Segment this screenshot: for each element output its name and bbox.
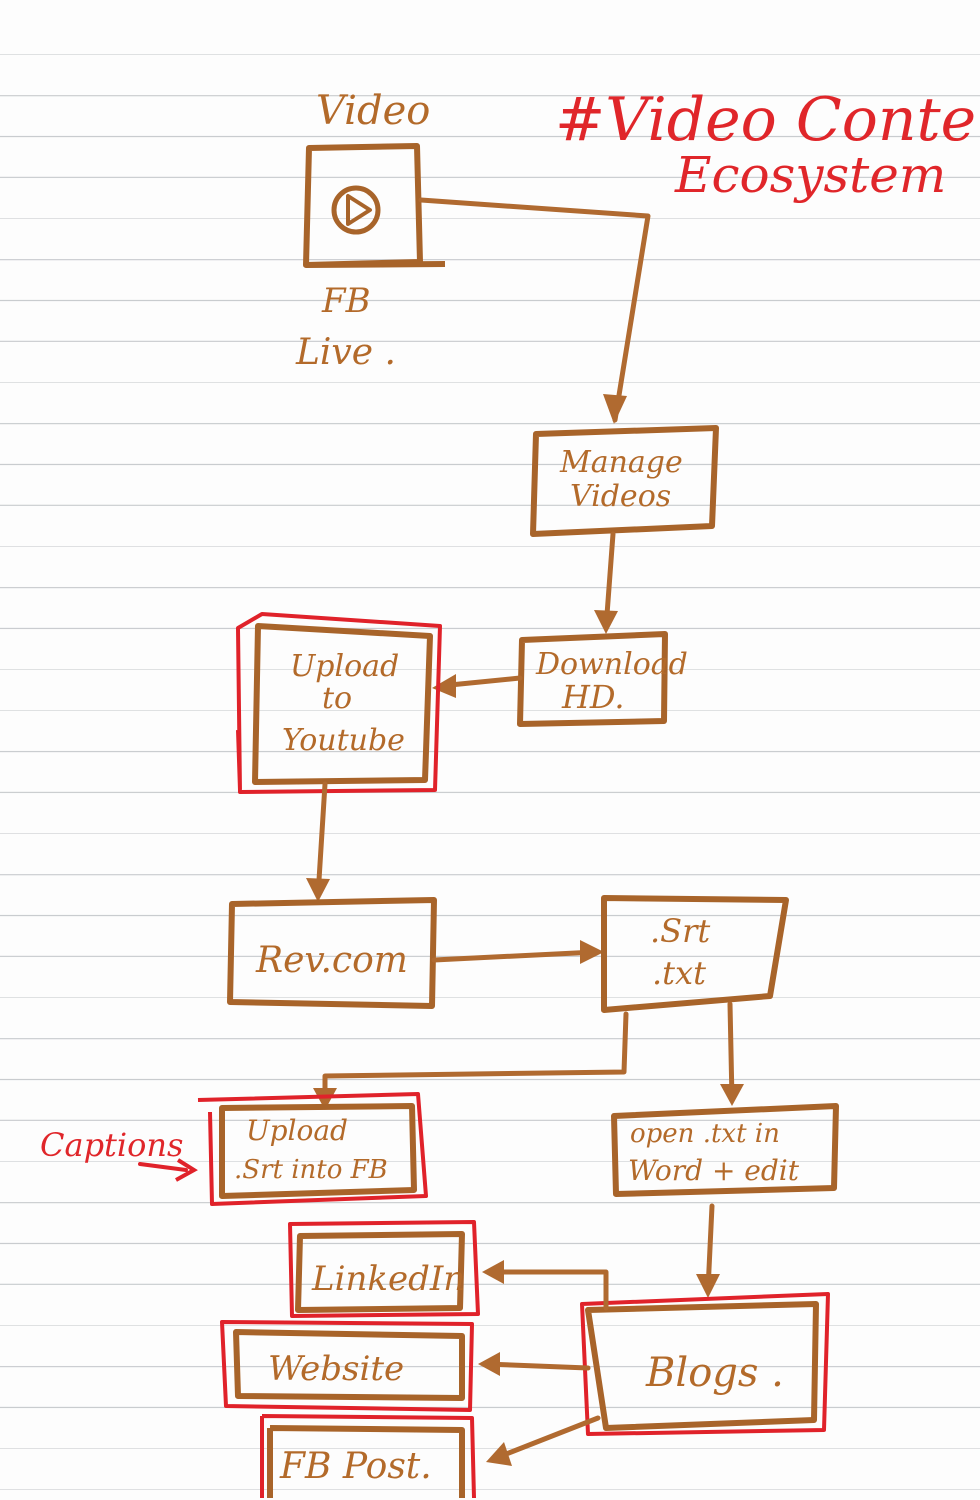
arrow-blogs-to-linkedin <box>487 1269 609 1311</box>
download-label-line-1: Download <box>535 647 688 682</box>
rev-label: Rev.com <box>255 940 408 981</box>
srt-label-line-2: .txt <box>652 954 706 992</box>
play-icon <box>331 185 381 235</box>
manage-label-line-2: Videos <box>570 479 671 514</box>
arrow-blogs-to-fbpost <box>493 1415 601 1461</box>
word-edit-node: open .txt in Word + edit <box>611 1103 839 1197</box>
manage-videos-node: Manage Videos <box>530 425 719 537</box>
fbpost-label: FB Post. <box>279 1446 432 1487</box>
rev-com-node: Rev.com <box>227 897 437 1009</box>
video-caption-fb: FB <box>321 281 371 321</box>
download-hd-node: Download HD. <box>517 631 688 727</box>
upload-srt-label-line-1: Upload <box>246 1114 348 1147</box>
arrow-head <box>594 610 618 634</box>
upload-youtube-node: Upload to Youtube <box>236 612 442 794</box>
title-line-1: #Video Content <box>555 85 980 155</box>
youtube-label-line-2: to <box>322 681 352 716</box>
video-node <box>303 143 446 268</box>
manage-label-line-1: Manage <box>559 445 683 480</box>
linkedin-label: LinkedIn <box>311 1259 465 1299</box>
upload-srt-node: Upload .Srt into FB <box>197 1092 428 1206</box>
word-label-line-1: open .txt in <box>630 1119 780 1149</box>
arrow-head <box>603 394 627 424</box>
captions-annotation: Captions <box>40 1126 183 1164</box>
fbpost-node: FB Post. <box>260 1414 476 1499</box>
word-label-line-2: Word + edit <box>628 1154 800 1187</box>
youtube-label-line-3: Youtube <box>282 723 405 758</box>
arrow-head <box>432 674 456 698</box>
arrow-head <box>306 878 330 902</box>
arrow-video-to-manage <box>418 197 651 423</box>
arrow-head <box>580 940 604 964</box>
arrow-head <box>482 1260 504 1284</box>
captions-arrow <box>138 1162 188 1172</box>
linkedin-node: LinkedIn <box>288 1220 480 1318</box>
blogs-label: Blogs . <box>645 1350 784 1396</box>
arrow-rev-to-srt <box>431 949 599 963</box>
arrow-head <box>313 1088 337 1110</box>
blogs-node: Blogs . <box>580 1292 830 1436</box>
video-label: Video <box>316 88 430 134</box>
title-line-2: Ecosystem <box>674 146 946 204</box>
arrow-blogs-to-website <box>483 1361 591 1371</box>
srt-txt-node: .Srt .txt <box>601 895 789 1013</box>
arrow-head <box>478 1352 500 1376</box>
arrow-srt-to-upload-srt <box>322 1011 629 1105</box>
arrow-head <box>175 1158 198 1182</box>
arrow-head <box>696 1274 720 1298</box>
video-caption-live: Live . <box>295 332 396 373</box>
arrow-head <box>720 1084 744 1106</box>
srt-label-line-1: .Srt <box>650 912 710 950</box>
upload-srt-label-line-2: .Srt into FB <box>234 1155 388 1185</box>
download-label-line-2: HD. <box>561 678 625 716</box>
website-label: Website <box>268 1349 404 1389</box>
website-node: Website <box>220 1320 474 1412</box>
arrow-head <box>486 1442 512 1466</box>
youtube-label-line-1: Upload <box>290 649 399 684</box>
arrow-youtube-to-rev <box>315 781 328 899</box>
